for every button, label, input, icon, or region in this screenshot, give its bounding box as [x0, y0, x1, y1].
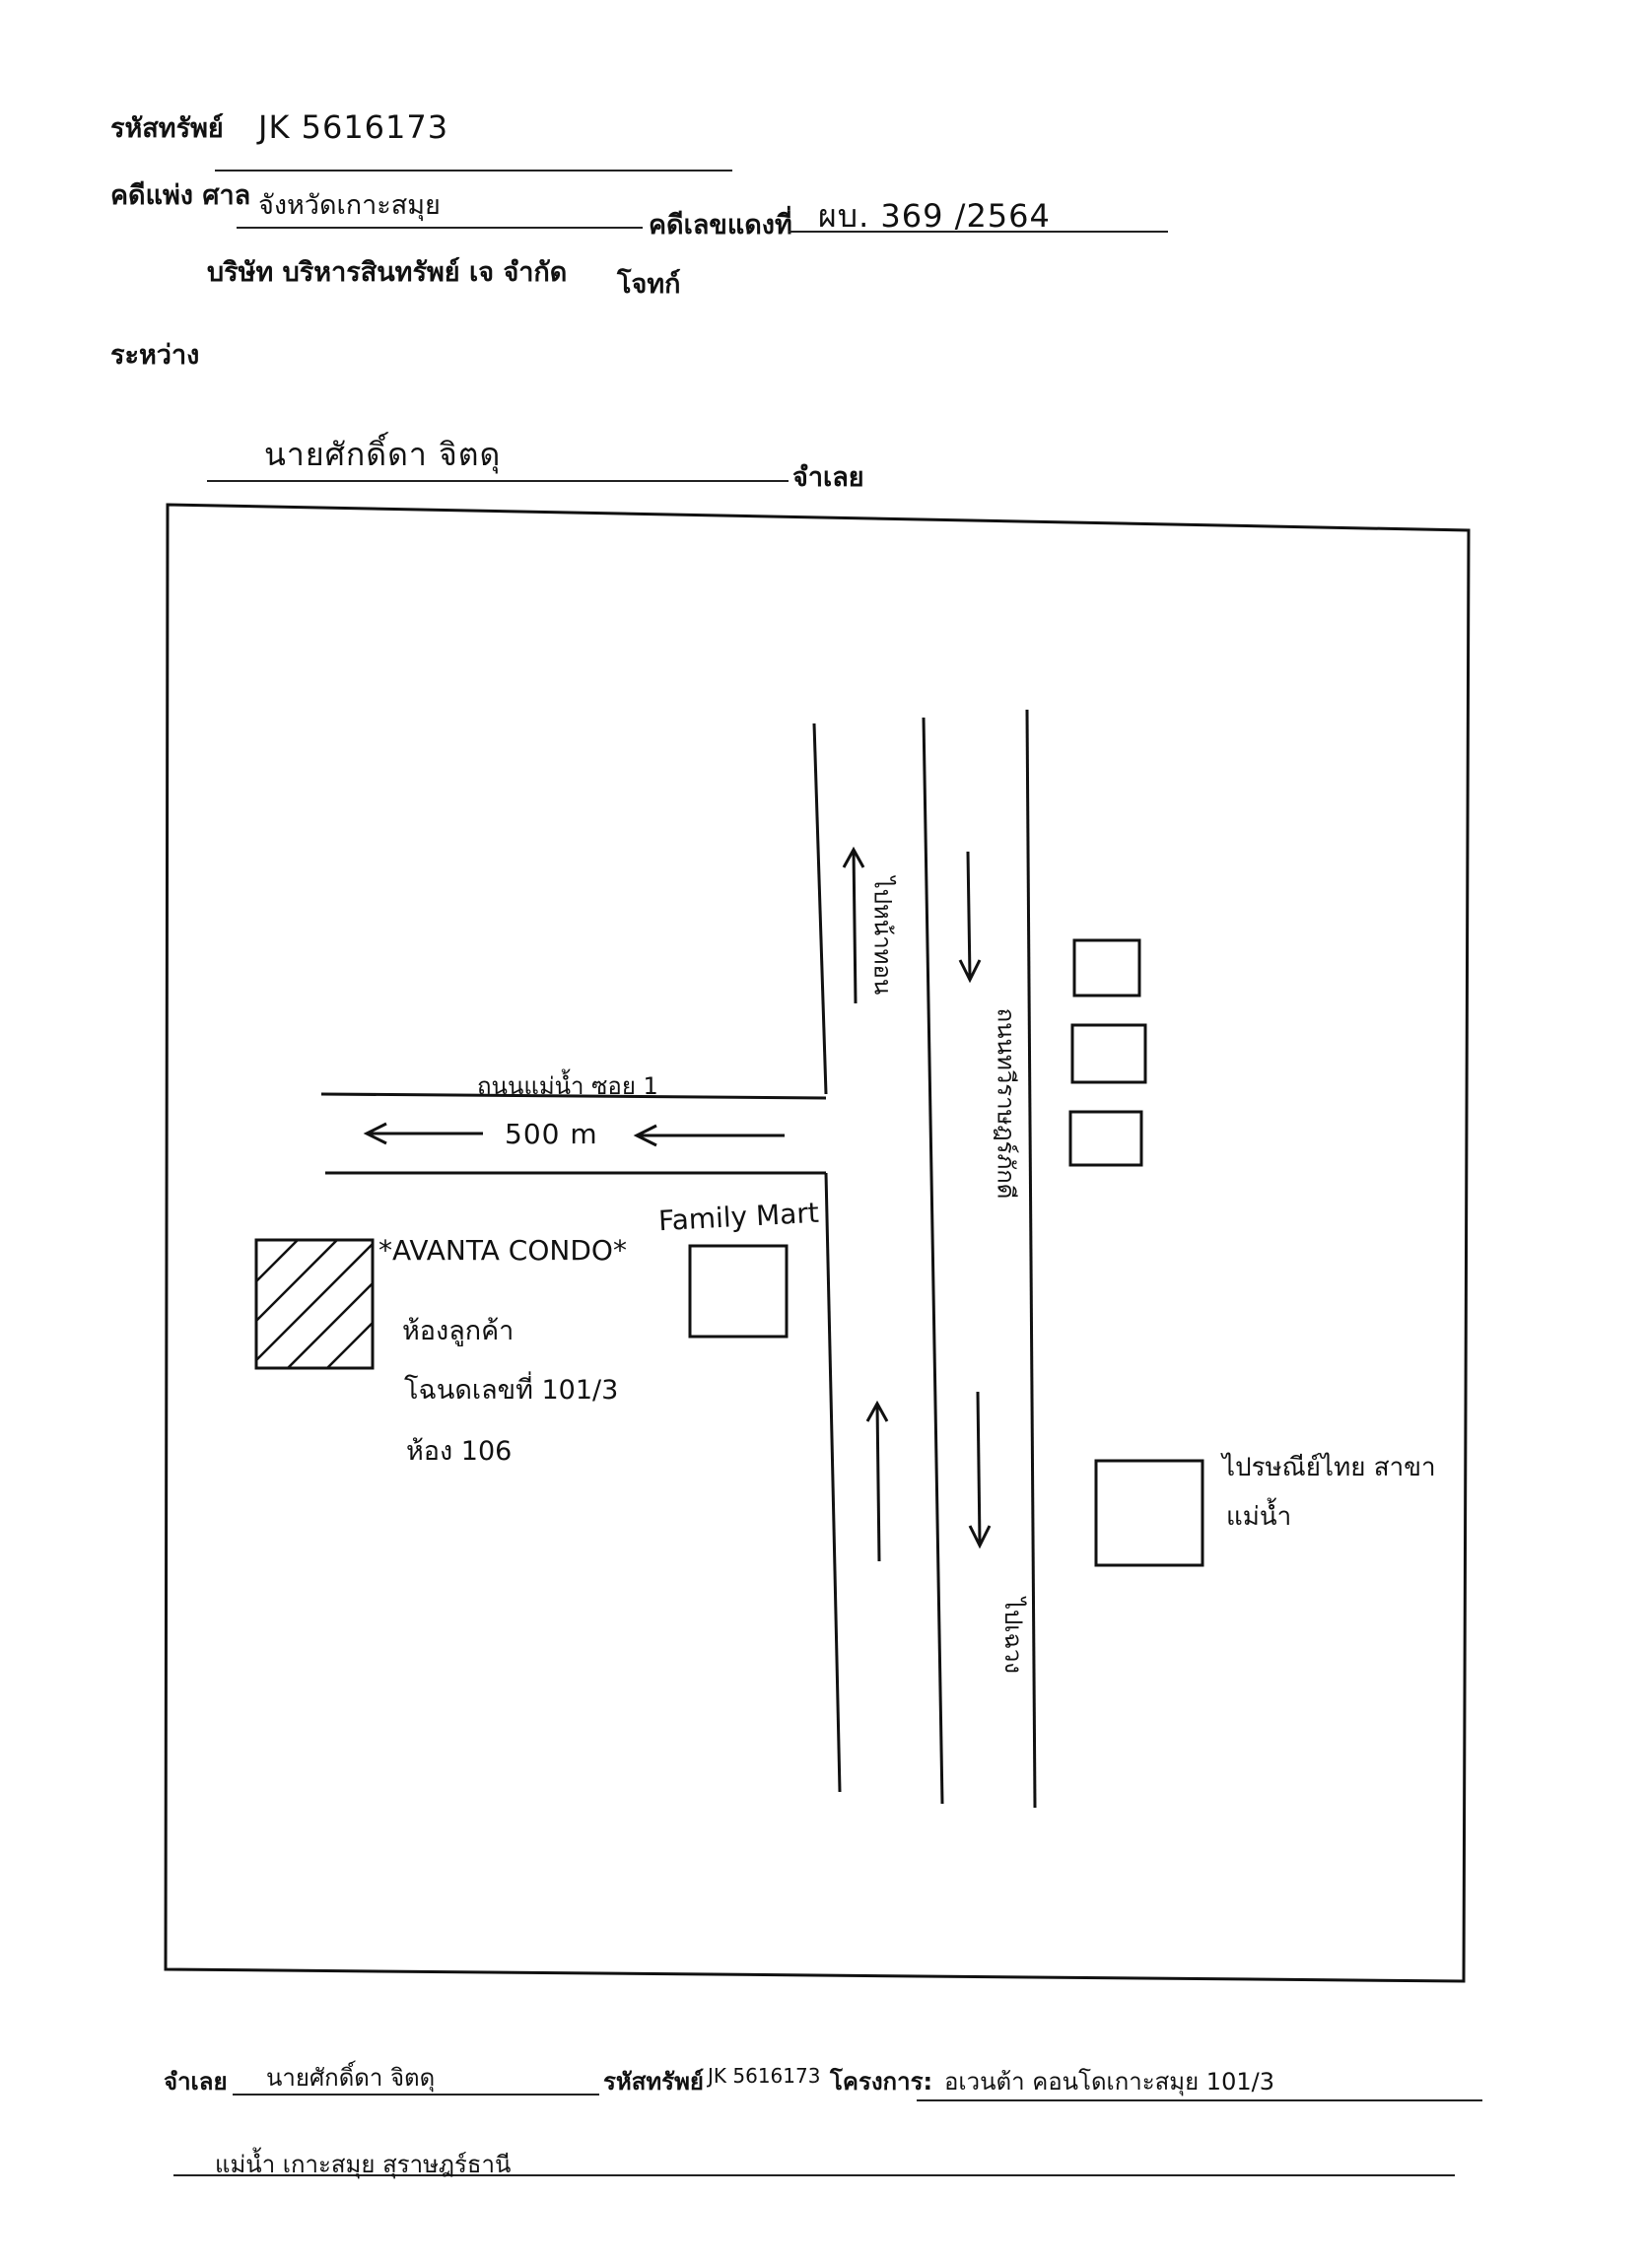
room-label: ห้อง 106 [406, 1436, 513, 1467]
defendant-label: จำเลย [792, 462, 864, 493]
side-road-top-line [320, 1092, 827, 1100]
road-line-left-top [812, 722, 828, 1095]
road-line-center [922, 717, 944, 1805]
asset-code-value: JK 5616173 [258, 108, 449, 146]
case-court-label: คดีแพ่ง ศาล [110, 180, 251, 211]
footer-defendant-value: นายศักดิ์ดา จิตดุ [266, 2064, 436, 2092]
footer-project-value: อเวนต้า คอนโดเกาะสมุย 101/3 [944, 2068, 1274, 2096]
building-right-2 [1070, 1023, 1147, 1084]
customer-room-label: ห้องลูกค้า [402, 1316, 515, 1346]
map-frame [164, 503, 1471, 1983]
road-line-left-bottom [824, 1172, 842, 1793]
building-right-3 [1068, 1110, 1143, 1167]
family-mart-box [688, 1244, 789, 1339]
arrow-left-distance [363, 1122, 483, 1145]
arrow-up-north [842, 846, 865, 1004]
footer-defendant-underline [233, 2094, 599, 2096]
main-road-label: ถนนทวีราษฎร์ภักดี [992, 1007, 1020, 1200]
to-north-label: ไปหน้าทอน [868, 876, 897, 996]
asset-code-label: รหัสทรัพย์ [110, 113, 224, 144]
building-right-1 [1072, 938, 1141, 997]
plaintiff-name: บริษัท บริหารสินทรัพย์ เจ จำกัด [207, 257, 568, 288]
footer-asset-code-value: JK 5616173 [708, 2064, 821, 2088]
condo-hatched-box [254, 1238, 375, 1370]
red-case-value: ผบ. 369 /2564 [818, 197, 1051, 235]
between-label: ระหว่าง [110, 340, 200, 371]
arrow-up-south [865, 1400, 889, 1562]
case-court-value: จังหวัดเกาะสมุย [258, 190, 441, 221]
defendant-value: นายศักดิ์ดา จิตดุ [264, 436, 502, 473]
condo-label: *AVANTA CONDO* [378, 1234, 627, 1267]
distance-label: 500 m [505, 1118, 598, 1150]
title-deed-label: โฉนดเลขที่ 101/3 [404, 1375, 619, 1406]
footer-address-value: แม่น้ำ เกาะสมุย สุราษฎร์ธานี [215, 2151, 512, 2178]
arrow-down-north [958, 851, 982, 984]
defendant-underline [207, 480, 789, 482]
footer-project-underline [917, 2099, 1482, 2101]
footer-defendant-label: จำเลย [164, 2068, 228, 2096]
post-office-line2: แม่น้ำ [1226, 1502, 1292, 1532]
footer-address-underline [173, 2174, 1455, 2176]
arrow-left-distance-2 [633, 1124, 785, 1147]
plaintiff-label: โจทก์ [617, 269, 681, 300]
road-line-right [1025, 709, 1037, 1809]
footer-project-label: โครงการ: [830, 2068, 933, 2096]
footer-asset-code-label: รหัสทรัพย์ [603, 2068, 704, 2096]
red-case-underline [789, 231, 1168, 233]
red-case-label: คดีเลขแดงที่ [649, 210, 792, 241]
post-office-box [1094, 1459, 1204, 1567]
arrow-down-south [968, 1391, 992, 1549]
asset-code-underline [215, 170, 732, 172]
case-court-underline [237, 227, 643, 229]
side-road-label: ถนนแม่น้ำ ซอย 1 [477, 1072, 658, 1100]
post-office-line1: ไปรษณีย์ไทย สาขา [1222, 1453, 1436, 1482]
to-south-label: ไปเฉวง [999, 1597, 1028, 1675]
